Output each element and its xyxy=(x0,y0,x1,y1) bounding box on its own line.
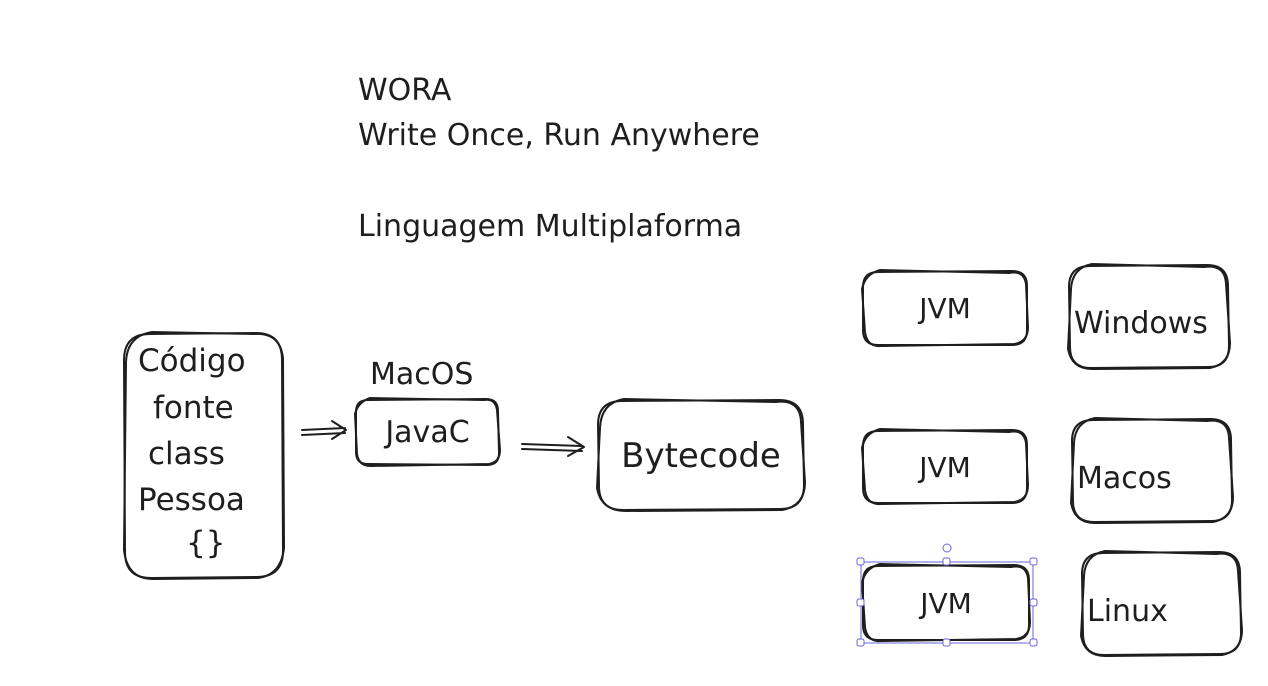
arrow-javac-to-bytecode xyxy=(521,436,585,457)
os-label-windows: Windows xyxy=(1074,306,1208,341)
resize-handle-sw[interactable] xyxy=(856,638,865,647)
rotate-handle[interactable] xyxy=(942,543,952,553)
selection-frame[interactable] xyxy=(856,543,1038,647)
resize-handle-w[interactable] xyxy=(856,598,865,607)
windows-box-sketch xyxy=(1067,263,1231,371)
arrow-source-to-javac xyxy=(301,420,347,440)
heading-multiplatform[interactable]: Linguagem Multiplaforma xyxy=(358,209,743,244)
source-line-1: Código xyxy=(138,343,246,379)
linux-box-sketch xyxy=(1080,550,1243,658)
resize-handle-se[interactable] xyxy=(1029,638,1038,647)
jvm-box-1-sketch xyxy=(861,269,1029,348)
resize-handle-n[interactable] xyxy=(942,557,951,566)
jvm-label-3: JVM xyxy=(920,586,972,620)
os-label-linux: Linux xyxy=(1087,594,1168,629)
javac-box-sketch xyxy=(354,397,501,467)
bytecode-box[interactable] xyxy=(597,399,805,511)
jvm-box-2-sketch xyxy=(861,428,1029,506)
resize-handle-ne[interactable] xyxy=(1029,557,1038,566)
source-line-4: Pessoa xyxy=(138,482,245,518)
resize-handle-e[interactable] xyxy=(1029,598,1038,607)
jvm-label-2: JVM xyxy=(919,450,971,484)
source-line-2: fonte xyxy=(153,390,234,426)
source-code-box-sketch xyxy=(123,331,285,580)
heading-wora[interactable]: WORA xyxy=(358,73,452,108)
bytecode-label: Bytecode xyxy=(621,435,781,476)
os-label-macos: Macos xyxy=(1077,461,1172,496)
macos-box[interactable] xyxy=(1071,418,1233,523)
resize-handle-s[interactable] xyxy=(942,638,951,647)
heading-write-once[interactable]: Write Once, Run Anywhere xyxy=(358,118,760,153)
jvm-label-1: JVM xyxy=(919,292,971,325)
linux-box[interactable] xyxy=(1081,551,1242,656)
resize-handle-nw[interactable] xyxy=(856,557,865,566)
compiler-os-label[interactable]: MacOS xyxy=(370,357,474,392)
bytecode-box-sketch xyxy=(596,398,806,512)
jvm-box-3-sketch xyxy=(861,563,1031,643)
macos-box-sketch xyxy=(1070,417,1234,525)
source-line-5: {} xyxy=(186,525,226,561)
javac-label: JavaC xyxy=(385,414,470,450)
source-line-3: class xyxy=(148,436,225,472)
windows-box[interactable] xyxy=(1068,264,1230,369)
